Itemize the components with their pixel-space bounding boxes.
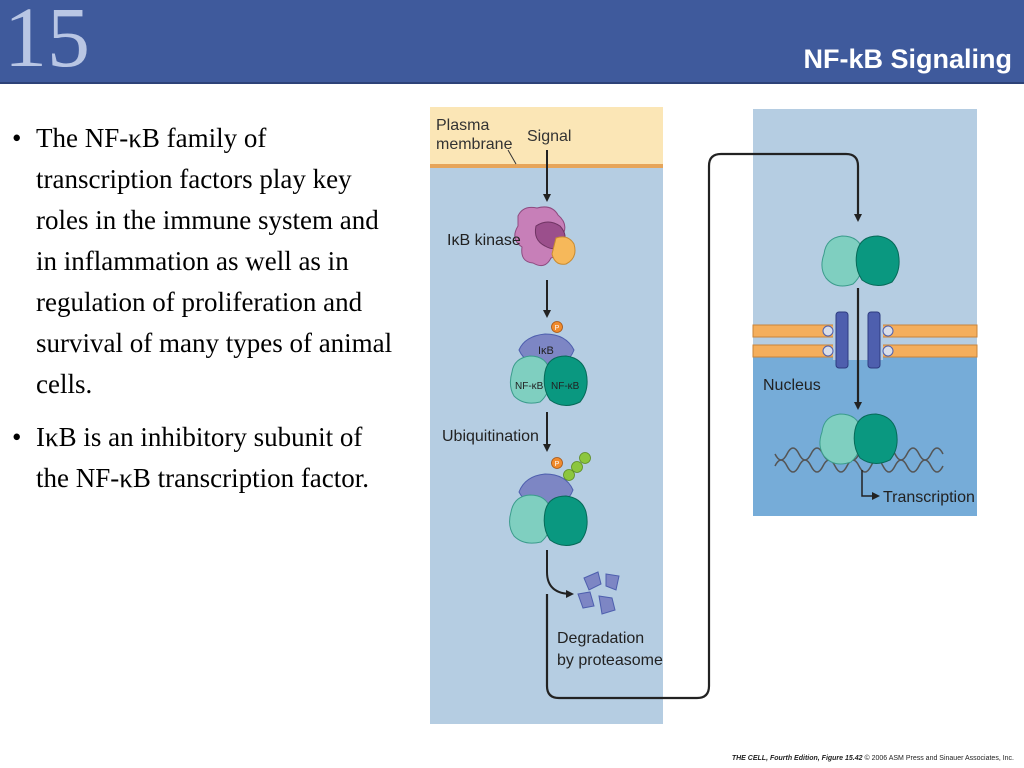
- ubiquitin-icon: [563, 469, 575, 481]
- phosphate-label: P: [555, 461, 560, 468]
- nfkb-dimer-cytoplasm: [821, 235, 900, 287]
- arrow-to-degradation: [546, 550, 574, 598]
- ubiquitin-icon: [579, 452, 591, 464]
- nfkb-left-label: NF-κB: [515, 381, 544, 392]
- ubiquitin-icon: [571, 461, 583, 473]
- phosphate-icon: [551, 457, 563, 469]
- pore-bead: [882, 325, 894, 337]
- pore-bead: [822, 345, 834, 357]
- arrow-nfkb-to-nucleus: [545, 152, 862, 700]
- bullet-icon: •: [12, 422, 22, 452]
- title-bar: 15 NF-kB Signaling: [0, 0, 1024, 84]
- ubiquitination-label: Ubiquitination: [442, 428, 539, 445]
- degradation-label: Degradation: [557, 630, 644, 647]
- ikb-kinase-icon: [514, 206, 576, 267]
- plasma-label: Plasma: [436, 117, 489, 134]
- transcription-arrow: [861, 470, 880, 500]
- pore-bead: [822, 325, 834, 337]
- signal-label: Signal: [527, 128, 571, 145]
- by-proteasome-label: by proteasome: [557, 652, 663, 669]
- transcription-label: Transcription: [883, 489, 975, 506]
- nuclear-pore-left: [835, 311, 849, 369]
- nfkb-right-label: NF-κB: [551, 381, 580, 392]
- bullet-list: • The NF-κB family of transcription fact…: [12, 118, 402, 511]
- membrane-pointer: [507, 149, 517, 165]
- pore-bead: [882, 345, 894, 357]
- proteasome-fragments: [577, 571, 620, 615]
- ikb-nfkb-complex: [509, 333, 588, 406]
- slide-title: NF-kB Signaling: [803, 44, 1013, 74]
- bullet-icon: •: [12, 123, 22, 153]
- ubiquitinated-complex: [509, 452, 591, 546]
- nfkb-dimer-nucleus: [819, 413, 898, 465]
- nuclear-pore-right: [867, 311, 881, 369]
- ikb-label: IκB: [538, 345, 554, 357]
- bullet-item: • The NF-κB family of transcription fact…: [12, 118, 402, 405]
- credit-book: THE CELL, Fourth Edition, Figure 15.42: [731, 755, 863, 762]
- bullet-text: The NF-κB family of transcription factor…: [36, 123, 393, 399]
- credit-copyright: © 2006 ASM Press and Sinauer Associates,…: [864, 755, 1014, 762]
- phosphate-icon: [551, 321, 563, 333]
- bullet-text: IκB is an inhibitory subunit of the NF-κ…: [36, 422, 370, 493]
- bullet-item: • IκB is an inhibitory subunit of the NF…: [12, 417, 402, 499]
- phosphate-label: P: [555, 325, 560, 332]
- membrane-label: membrane: [436, 136, 513, 153]
- chapter-number: 15: [4, 0, 90, 85]
- ikb-kinase-label: IκB kinase: [447, 232, 521, 249]
- figure-credit: THE CELL, Fourth Edition, Figure 15.42 ©…: [732, 755, 1014, 762]
- nucleus-label: Nucleus: [763, 377, 821, 394]
